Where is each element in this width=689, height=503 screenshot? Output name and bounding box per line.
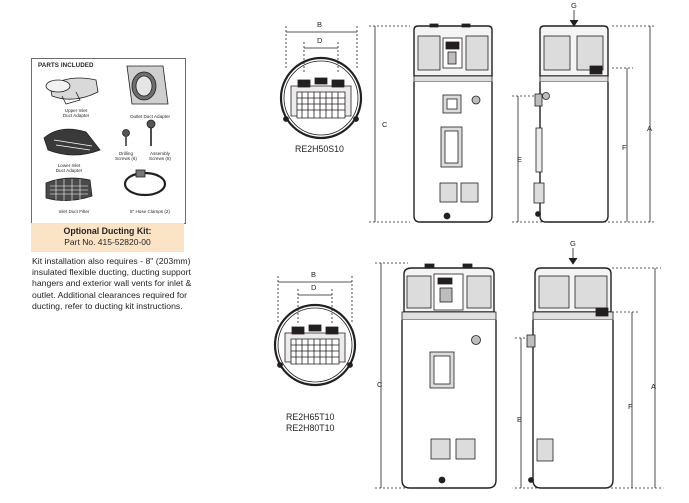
model-label-bottom-2: RE2H80T10 xyxy=(286,423,335,433)
dim-label-f-top: F xyxy=(622,143,627,152)
dim-label-b-bottom: B xyxy=(311,270,317,279)
dim-label-g-top: G xyxy=(571,1,577,10)
kit-part-number: Part No. 415-52820-00 xyxy=(64,237,151,247)
model-label-top: RE2H50S10 xyxy=(295,144,344,154)
dim-label-c-bottom: C xyxy=(377,380,383,389)
part-label-outlet-adapter: Outlet Duct Adapter xyxy=(129,114,171,119)
hose-clamp-illustration xyxy=(123,169,167,197)
upper-inlet-duct-adapter-illustration xyxy=(45,77,99,105)
dim-label-a-top: A xyxy=(647,124,653,133)
part-label-assembly-screws: Assembly Screws (8) xyxy=(149,151,171,162)
dim-label-e-bottom: E xyxy=(517,415,523,424)
inlet-duct-filter-illustration xyxy=(45,177,93,201)
part-label-inlet-filter: Inlet Duct Filter xyxy=(58,209,90,214)
drilling-screw-illustration xyxy=(122,129,130,146)
bottom-front-tank-view xyxy=(375,262,497,489)
bottom-side-view xyxy=(515,248,661,489)
top-side-view xyxy=(512,10,656,223)
ducting-kit-box: Optional Ducting Kit: Part No. 415-52820… xyxy=(31,223,184,252)
dim-label-f-bottom: F xyxy=(628,402,633,411)
part-label-drilling-screws: Drilling Screws (6) xyxy=(115,151,137,162)
dim-label-b-top: B xyxy=(317,20,323,29)
model-label-bottom-1: RE2H65T10 xyxy=(286,412,335,422)
dim-label-d-bottom: D xyxy=(311,283,317,292)
outlet-duct-adapter-illustration xyxy=(126,65,169,105)
part-label-lower-inlet: Lower Inlet Duct Adapter xyxy=(55,163,83,174)
installation-note: Kit installation also requires - 8" (203… xyxy=(32,256,192,311)
top-front-duct-view xyxy=(279,26,363,140)
dim-label-a-bottom: A xyxy=(651,382,657,391)
assembly-screw-illustration xyxy=(146,119,156,146)
dim-label-e-top: E xyxy=(517,155,523,164)
parts-included-title: PARTS INCLUDED xyxy=(38,62,94,69)
bottom-front-duct-view xyxy=(273,276,357,387)
lower-inlet-duct-adapter-illustration xyxy=(43,128,101,156)
dim-label-c-top: C xyxy=(382,120,388,129)
top-front-tank-view xyxy=(369,23,493,223)
kit-title: Optional Ducting Kit: xyxy=(63,226,152,236)
dim-label-g-bottom: G xyxy=(570,239,576,248)
part-label-upper-inlet: Upper Inlet Duct Adapter xyxy=(62,108,90,119)
part-label-hose-clamps: 8" Hose Clamps (2) xyxy=(130,209,170,214)
dim-label-d-top: D xyxy=(317,36,323,45)
